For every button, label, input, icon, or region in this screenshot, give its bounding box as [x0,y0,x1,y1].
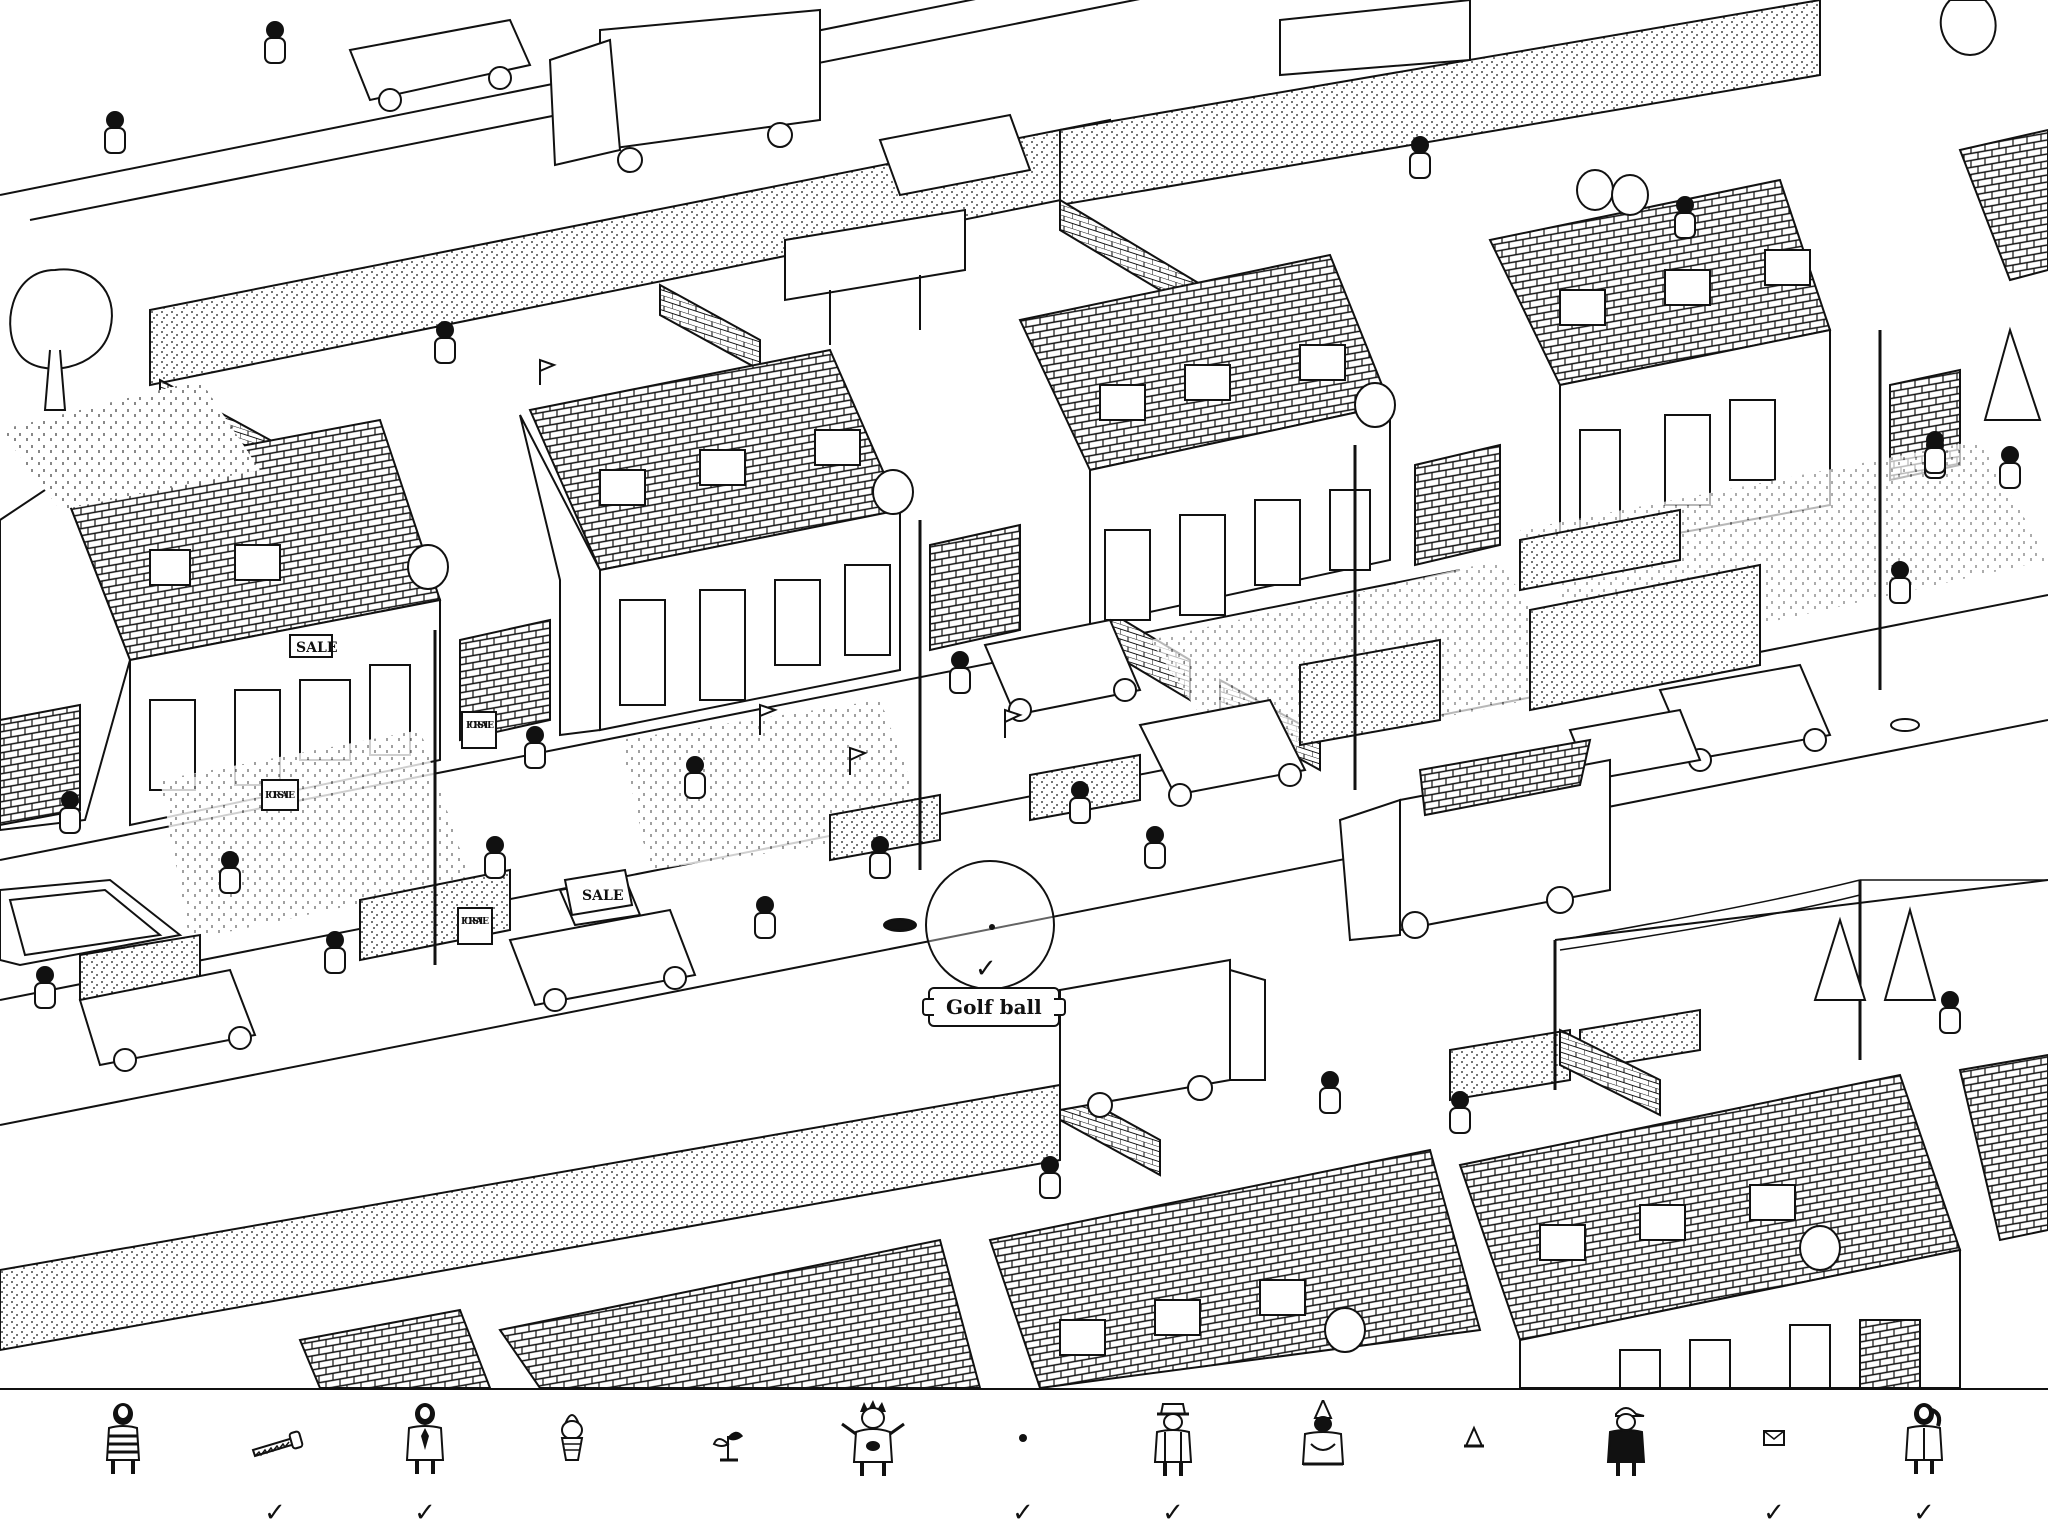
sale-signs [261,634,634,945]
for-sale-sign-2-text: FOR SALE [265,791,295,801]
people [34,21,2021,1199]
sale-car-roof-sign-text: SALE [582,888,624,904]
town-scene[interactable]: SALE FOR SALE FOR SALE FOR SALE SALE ✓ G… [0,0,2048,1388]
envelope-icon [1763,1430,1785,1446]
target-item-2[interactable]: ✓ [215,1400,335,1530]
satellite-dishes [407,169,1841,1353]
trees [9,0,2042,1001]
tooltip-label: Golf ball [946,995,1042,1019]
swimming-pool [0,878,183,967]
target-item-10[interactable] [1414,1400,1534,1530]
target-item-11[interactable] [1566,1400,1686,1530]
party-hat-person-icon [1301,1400,1345,1466]
ice-cream-cone-icon [560,1414,584,1461]
for-sale-sign-2 [261,779,299,811]
for-sale-sign-3 [457,907,493,945]
traffic-cone-icon [1464,1425,1484,1448]
item-name-tooltip: Golf ball [922,987,1066,1027]
power-lines [1559,879,2048,951]
person-tie-icon [405,1403,445,1474]
target-check: ✓ [1763,1498,1785,1528]
windows-bottom-row [1059,1184,1921,1388]
small-plant-sprout-icon [712,1431,744,1462]
hedge-row-top [149,0,1821,387]
houses-bottom-row [298,1028,2048,1388]
target-item-9[interactable] [1263,1400,1383,1530]
trucks [548,0,1611,1118]
person-striped-shirt-icon [105,1403,141,1474]
saw-icon [251,1430,304,1458]
person-hat-icon [1153,1403,1193,1476]
target-check: ✓ [1162,1498,1184,1528]
target-check: ✓ [414,1498,436,1528]
golf-ball-icon[interactable] [989,924,995,930]
hedge-row-bottom [0,1008,1701,1352]
golf-ball-icon [1019,1434,1027,1442]
scene-drawing: SALE FOR SALE FOR SALE FOR SALE SALE [0,0,2048,1388]
target-item-7[interactable]: ✓ [963,1400,1083,1530]
sale-window-sign [289,634,333,658]
street-lamps [433,330,2048,1090]
target-item-13[interactable]: ✓ [1864,1400,1984,1530]
for-sale-sign-3-text: FOR SALE [461,917,489,927]
target-check: ✓ [1012,1498,1034,1528]
for-sale-sign-1 [461,711,497,749]
target-item-6[interactable] [813,1400,933,1530]
target-check: ✓ [1913,1498,1935,1528]
target-item-12[interactable]: ✓ [1714,1400,1834,1530]
sale-car-roof-sign [563,868,634,917]
sale-window-sign-text: SALE [296,640,338,656]
person-cap-dark-jacket-icon [1606,1407,1646,1476]
for-sale-sign-1-text: FOR SALE [466,721,494,731]
target-check: ✓ [264,1498,286,1528]
targets-bar: ✓ ✓ [0,1388,2048,1536]
golf-holes [539,358,1920,932]
found-check-mark: ✓ [975,954,997,984]
target-item-5[interactable] [668,1400,788,1530]
target-item-1[interactable] [63,1400,183,1530]
target-item-3[interactable]: ✓ [365,1400,485,1530]
billboard [784,208,966,345]
target-item-8[interactable]: ✓ [1113,1400,1233,1530]
person-ponytail-icon [1904,1403,1944,1474]
spiky-hair-person-icon [841,1400,905,1476]
target-item-4[interactable] [512,1400,632,1530]
